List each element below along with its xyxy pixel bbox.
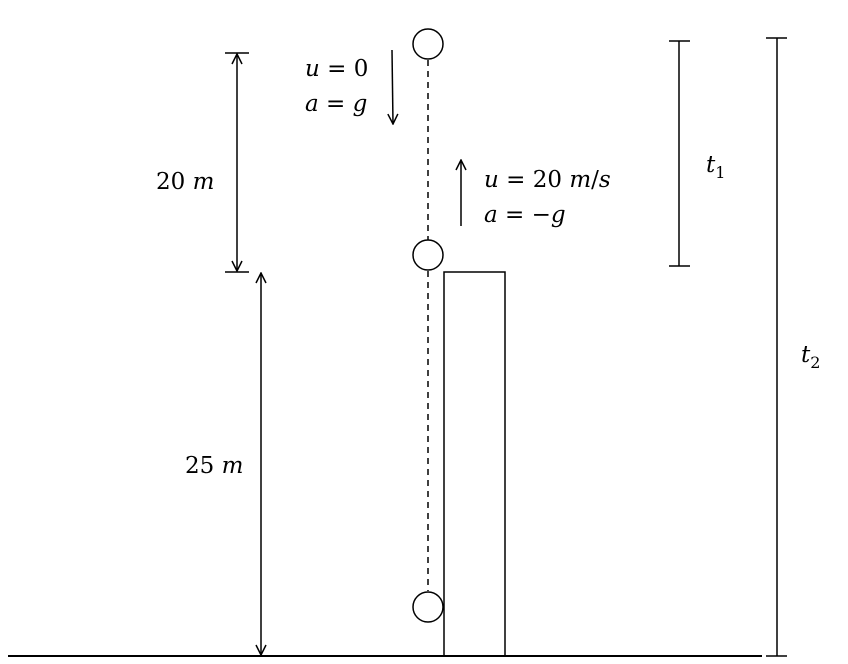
- ball-top: [412, 28, 444, 60]
- tower: [443, 271, 506, 657]
- equation-a-minus-g: a = −g: [484, 202, 566, 228]
- label-t1: t1: [706, 152, 725, 182]
- label-t2: t2: [801, 342, 820, 372]
- equation-u-zero: u = 0: [305, 56, 368, 82]
- equation-u-20: u = 20 m/s: [484, 167, 611, 193]
- ball-tower-top: [412, 239, 444, 271]
- ball-ground: [412, 591, 444, 623]
- label-25m: 25 m: [185, 453, 243, 479]
- equation-a-g: a = g: [305, 91, 367, 117]
- down-motion-arrow: [392, 49, 393, 124]
- label-20m: 20 m: [156, 169, 214, 195]
